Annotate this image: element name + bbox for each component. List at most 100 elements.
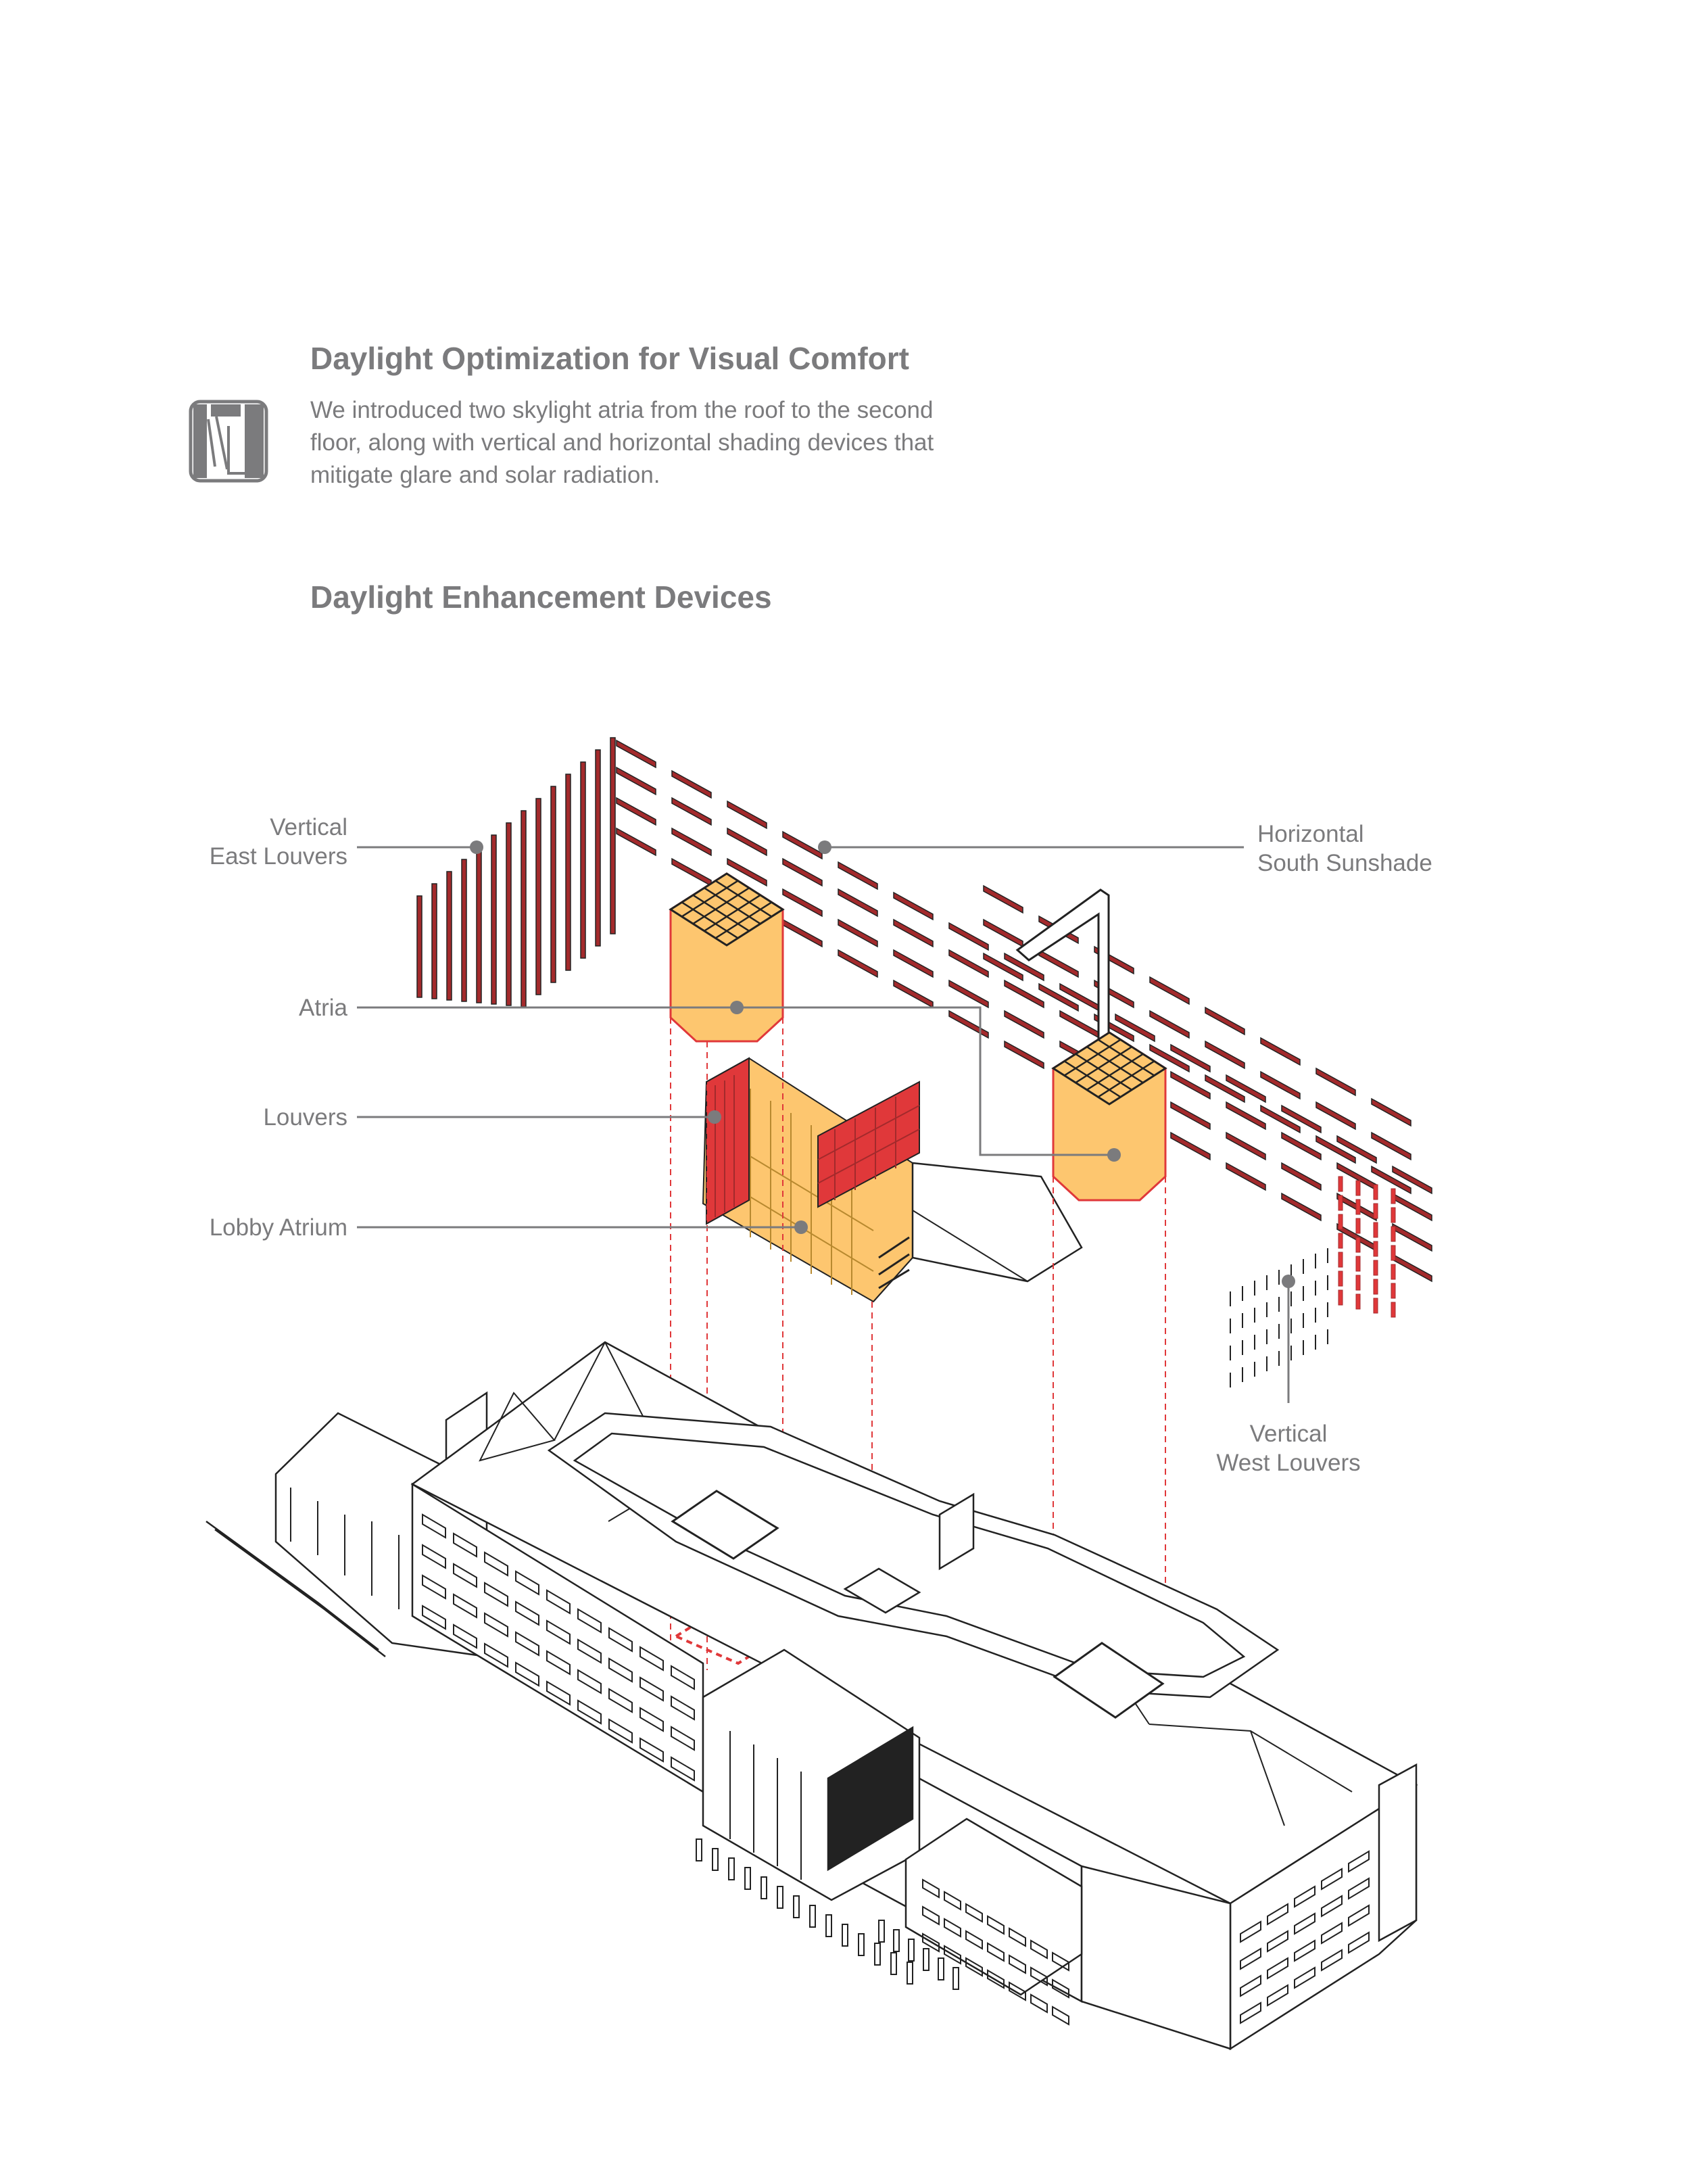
column [728, 1857, 735, 1880]
sunshade-slat [1004, 1010, 1044, 1039]
sunshade-slat [1170, 1043, 1211, 1073]
label-vertical-west-louvers: Vertical [1250, 1421, 1328, 1447]
window [1267, 1930, 1288, 1953]
sunshade-slat [1260, 1104, 1301, 1134]
window [484, 1612, 508, 1638]
sunshade-slat [1281, 1162, 1322, 1191]
sunshade-slat [671, 797, 712, 826]
west-louver-fin [1391, 1207, 1396, 1223]
west-louver-fin [1338, 1195, 1343, 1211]
sunshade-slat [893, 949, 934, 978]
window [484, 1582, 508, 1607]
west-louver-fin [1338, 1289, 1343, 1306]
sunshade-slat [893, 891, 934, 921]
window [546, 1589, 571, 1615]
sunshade-slat [1226, 1101, 1266, 1131]
label-horizontal-south-sunshade: South Sunshade [1257, 850, 1432, 876]
west-louver-fin [1391, 1226, 1396, 1242]
sunshade-slat [948, 949, 989, 978]
window [1240, 2001, 1261, 2024]
sunshade-slat [1170, 1070, 1211, 1100]
label-atria: Atria [299, 995, 348, 1021]
building [206, 1341, 1418, 2051]
west-louver-fin [1355, 1180, 1361, 1196]
window [965, 1930, 983, 1950]
sub-heading: Daylight Enhancement Devices [310, 579, 772, 615]
window [639, 1707, 664, 1732]
west-louver-fin [1355, 1275, 1361, 1291]
window [944, 1945, 961, 1965]
west-louver-fin [1373, 1241, 1378, 1257]
column [907, 1962, 913, 1985]
east-louver-fin [416, 895, 422, 998]
vertical-east-louvers [416, 737, 616, 1007]
east-louver-fin [535, 798, 541, 995]
window [965, 1957, 983, 1977]
sunshade-slat [983, 884, 1023, 914]
sunshade-slat [616, 739, 656, 769]
window [484, 1551, 508, 1577]
sunshade-slat [948, 922, 989, 951]
column [809, 1905, 816, 1928]
west-louver-fin [1338, 1214, 1343, 1230]
window [1348, 1931, 1370, 1954]
west-louver-fin [1355, 1237, 1361, 1253]
louvers [706, 1057, 920, 1225]
sunshade-slat [1004, 1040, 1044, 1070]
sunshade-slat [727, 827, 767, 857]
east-louver-fin [610, 737, 616, 934]
column [938, 1957, 944, 1980]
west-louver-fin [1338, 1176, 1343, 1192]
sunshade-slat [893, 918, 934, 948]
sunshade-slat [893, 979, 934, 1009]
sunshade-slat [1260, 1037, 1301, 1066]
window [1267, 1957, 1288, 1980]
window [671, 1756, 695, 1782]
sunshade-slat [1371, 1131, 1411, 1161]
column [952, 1967, 959, 1990]
sunshade-slat [1392, 1253, 1432, 1283]
label-vertical-east-louvers: East Louvers [210, 843, 347, 870]
sunshade-slat [1115, 1013, 1155, 1043]
window [1294, 1912, 1315, 1935]
window [944, 1891, 961, 1911]
sunshade-slat [1281, 1104, 1322, 1134]
entrance-colonnade [696, 1838, 959, 1990]
sunshade-slat [671, 857, 712, 887]
sunshade-slat [1315, 1135, 1356, 1164]
sunshade-slat [1392, 1165, 1432, 1195]
sunshade-slat [1260, 1070, 1301, 1100]
window [1030, 1966, 1048, 1987]
sunshade-slat [948, 979, 989, 1009]
window [608, 1657, 633, 1683]
west-louver-fin [1373, 1184, 1378, 1200]
sunshade-slat [1392, 1192, 1432, 1222]
west-louver-fin [1373, 1279, 1378, 1295]
sunshade-slat [782, 918, 823, 948]
sunshade-slat [1149, 1010, 1190, 1039]
window [546, 1650, 571, 1676]
window [1009, 1927, 1026, 1947]
west-louver-fin [1355, 1256, 1361, 1272]
window [546, 1680, 571, 1706]
west-louver-fin [1355, 1218, 1361, 1234]
sunshade-slat [616, 827, 656, 857]
facade-windows [422, 1513, 1370, 2026]
column [842, 1924, 848, 1947]
window [1348, 1877, 1370, 1900]
window [515, 1600, 539, 1626]
window [965, 1903, 983, 1923]
east-louver-fin [565, 774, 571, 971]
east-louver-fin [521, 810, 527, 1007]
west-louver-fin [1373, 1260, 1378, 1276]
west-louver-fin [1355, 1199, 1361, 1215]
description-line: We introduced two skylight atria from th… [310, 397, 934, 423]
east-louver-fin [446, 871, 452, 1001]
window [1348, 1850, 1370, 1873]
sunshade-slat [782, 888, 823, 918]
window [577, 1608, 602, 1634]
sunshade-slat [983, 918, 1023, 948]
east-louver-fin [476, 847, 482, 1003]
window [453, 1532, 477, 1558]
